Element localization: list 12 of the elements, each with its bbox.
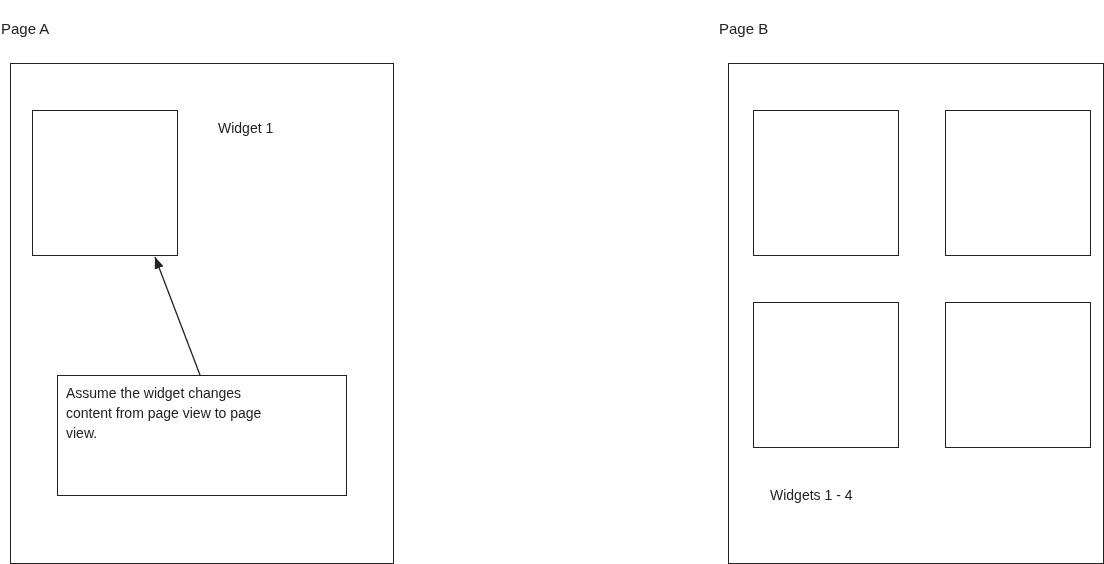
widget-caption: Widget 1 [218, 120, 274, 136]
widget-box [945, 302, 1091, 448]
page-title: Page B [719, 20, 769, 37]
widgets-caption: Widgets 1 - 4 [770, 487, 853, 503]
arrow [154, 256, 201, 376]
note-text: Assume the widget changes content from page view to page view. [66, 384, 263, 443]
widget-box [32, 110, 178, 256]
page-title: Page A [1, 20, 50, 37]
widget-box [945, 110, 1091, 256]
note-box [57, 375, 347, 496]
widget-box [753, 302, 899, 448]
widget-box [753, 110, 899, 256]
